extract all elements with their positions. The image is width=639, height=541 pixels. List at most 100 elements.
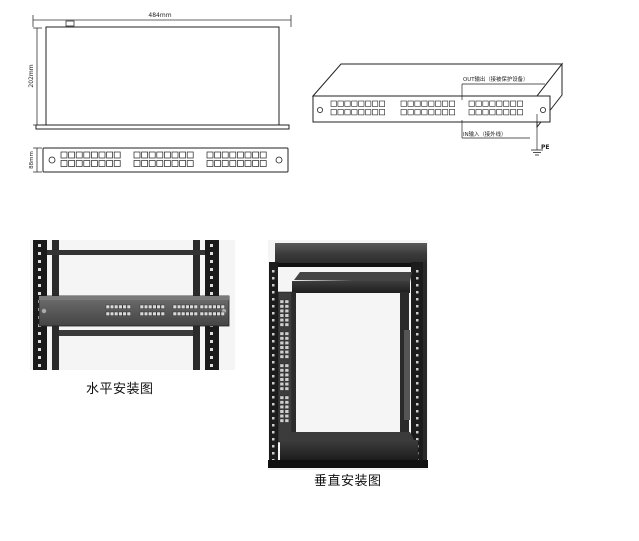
rj-port [60, 160, 68, 167]
rj-port [75, 151, 83, 159]
rj-port [216, 304, 221, 309]
rj-port [172, 311, 177, 316]
rj-port [208, 304, 213, 309]
rj-port [109, 311, 114, 316]
rack-hole [38, 348, 41, 351]
rj-port [206, 151, 214, 159]
rack-hole [210, 260, 213, 263]
rj-port [279, 414, 284, 418]
rj-port [284, 418, 289, 423]
rj-port [421, 109, 428, 116]
rack-hole [210, 332, 213, 335]
rj-port [109, 304, 114, 309]
rj-port [160, 304, 165, 309]
rack-hole [210, 364, 213, 367]
rj-port [516, 100, 523, 107]
rj-port [114, 311, 119, 316]
rj-port [284, 345, 289, 350]
rj-port [279, 313, 284, 318]
front-view-drawing: 88mm [29, 147, 289, 173]
rj-port [279, 373, 284, 377]
rj-port [139, 304, 144, 309]
rack-hole [416, 340, 419, 343]
rj-port [378, 109, 385, 116]
rack-hole [210, 356, 213, 359]
rj-port [284, 363, 289, 368]
rack-hole [38, 340, 41, 343]
rack-hole [38, 260, 41, 263]
rack-hole [210, 348, 213, 351]
rj-port [284, 386, 289, 391]
rack-hole [416, 326, 419, 329]
rack-hole [416, 368, 419, 371]
rj-port [68, 160, 75, 167]
rj-port [414, 109, 421, 116]
rj-port [510, 100, 517, 107]
rj-port [106, 151, 113, 159]
rack-hole [272, 382, 275, 385]
rj-port [372, 100, 379, 107]
iso-port-array [330, 100, 523, 116]
iso-front-panel [312, 95, 551, 123]
rack-hole [272, 403, 275, 406]
rack-hole [272, 333, 275, 336]
rack-hole [416, 291, 419, 294]
rj-port [284, 304, 289, 309]
rj-port [160, 311, 165, 316]
rj-port [143, 311, 148, 316]
rack-hole [272, 354, 275, 357]
height-dimension-label: 88mm [29, 151, 35, 169]
rack-hole [416, 305, 419, 308]
rj-port [448, 109, 455, 116]
rj-port [252, 151, 259, 159]
horizontal-install-caption: 水平安装图 [86, 382, 154, 397]
rj-port [414, 100, 421, 107]
rj-port [284, 382, 289, 386]
rj-port [279, 336, 284, 341]
rack-hole [272, 305, 275, 308]
rj-port [133, 160, 141, 167]
rj-port [176, 311, 181, 316]
rj-port [126, 311, 131, 316]
rj-port [284, 322, 289, 327]
rj-port [482, 100, 489, 107]
rack-hole [272, 417, 275, 420]
rj-port [237, 151, 244, 159]
rj-port [279, 377, 284, 382]
rack-hole [416, 312, 419, 315]
rj-port [212, 304, 217, 309]
rj-port [279, 350, 284, 354]
rack-hole [272, 347, 275, 350]
rj-port [75, 160, 83, 167]
rj-port [199, 304, 204, 309]
rj-port [503, 109, 510, 116]
rj-port [212, 311, 217, 316]
rj-port [284, 354, 289, 359]
rj-port [516, 109, 523, 116]
rj-port [284, 414, 289, 418]
rj-port [503, 100, 510, 107]
rj-port [284, 309, 289, 313]
rj-port [252, 160, 259, 167]
rack-hole [416, 410, 419, 413]
rj-port [372, 109, 379, 116]
rj-port [98, 151, 106, 159]
rj-port [279, 354, 284, 359]
rj-port [358, 100, 365, 107]
rj-port [496, 100, 503, 107]
rj-port [68, 151, 75, 159]
rj-port [148, 160, 156, 167]
out-label: OUT输出（接被保护设备） [463, 75, 528, 83]
rj-port [216, 311, 221, 316]
rj-port [164, 160, 171, 167]
iso-view-drawing: OUT输出（接被保护设备） IN输入（接外线） PE [311, 62, 564, 156]
rack-hole [416, 270, 419, 273]
rack-hole [272, 270, 275, 273]
rj-port [279, 386, 284, 391]
rj-port [279, 400, 284, 405]
rack-hole [272, 410, 275, 413]
rj-port [284, 395, 289, 400]
rack-hole [272, 361, 275, 364]
rack-hole [272, 452, 275, 455]
rj-port [181, 311, 186, 316]
